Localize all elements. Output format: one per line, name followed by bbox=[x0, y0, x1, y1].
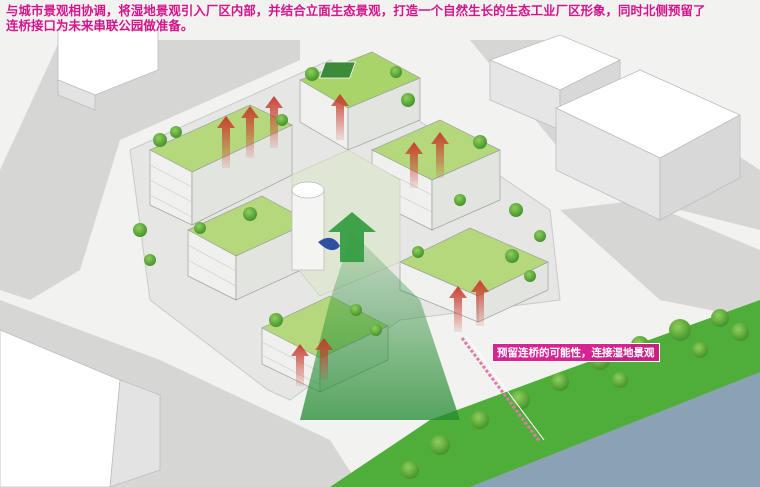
bridge-annotation-label: 预留连桥的可能性，连接湿地景观 bbox=[492, 343, 660, 362]
future-bridge bbox=[460, 337, 542, 443]
context-buildings bbox=[0, 29, 741, 487]
green-arrow-head bbox=[328, 212, 376, 262]
blue-accent bbox=[318, 237, 340, 251]
site-trees bbox=[133, 66, 546, 336]
roof-court bbox=[319, 61, 356, 79]
caption-line-1: 与城市景观相协调，将湿地景观引入厂区内部，并结合立面生态景观，打造一个自然生长的… bbox=[6, 3, 706, 18]
caption: 与城市景观相协调，将湿地景观引入厂区内部，并结合立面生态景观，打造一个自然生长的… bbox=[6, 3, 754, 33]
silo-tower bbox=[291, 181, 325, 271]
caption-line-2: 连桥接口为未来串联公园做准备。 bbox=[6, 18, 194, 33]
red-arrows bbox=[217, 94, 489, 386]
